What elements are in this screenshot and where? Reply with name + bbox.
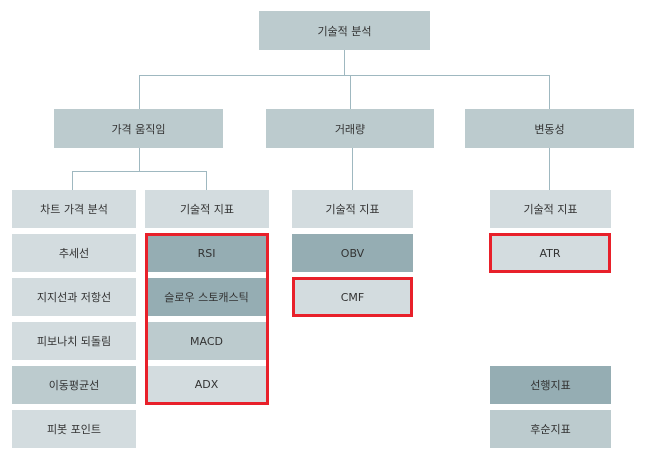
node-atr: ATR bbox=[489, 233, 611, 273]
node-fibonacci: 피보나치 되돌림 bbox=[12, 322, 136, 360]
node-lagging-indicator: 후순지표 bbox=[490, 410, 611, 448]
highlight-frame bbox=[145, 233, 269, 405]
connector bbox=[139, 75, 140, 109]
highlight-frame bbox=[489, 233, 611, 273]
category-price: 가격 움직임 bbox=[54, 109, 223, 148]
category-volatility: 변동성 bbox=[465, 109, 634, 148]
highlight-frame bbox=[292, 277, 413, 317]
connector bbox=[139, 148, 140, 171]
volume-indicators-header: 기술적 지표 bbox=[292, 190, 413, 228]
connector bbox=[549, 148, 550, 190]
connector bbox=[350, 75, 351, 109]
connector bbox=[206, 171, 207, 190]
node-moving-average: 이동평균선 bbox=[12, 366, 136, 404]
node-trendline: 추세선 bbox=[12, 234, 136, 272]
connector bbox=[549, 75, 550, 109]
chart-analysis-header: 차트 가격 분석 bbox=[12, 190, 136, 228]
volatility-indicators-header: 기술적 지표 bbox=[490, 190, 611, 228]
connector bbox=[352, 148, 353, 190]
price-indicators-header: 기술적 지표 bbox=[145, 190, 269, 228]
connector bbox=[72, 171, 207, 172]
node-pivot-point: 피봇 포인트 bbox=[12, 410, 136, 448]
connector bbox=[139, 75, 550, 76]
node-obv: OBV bbox=[292, 234, 413, 272]
category-volume: 거래량 bbox=[266, 109, 434, 148]
node-macd: MACD bbox=[147, 322, 266, 360]
node-slow-stochastic: 슬로우 스토캐스틱 bbox=[147, 278, 266, 316]
node-cmf: CMF bbox=[292, 277, 413, 317]
node-support-resistance: 지지선과 저항선 bbox=[12, 278, 136, 316]
node-adx: ADX bbox=[147, 366, 266, 402]
connector bbox=[344, 50, 345, 75]
root-node: 기술적 분석 bbox=[259, 11, 430, 50]
node-leading-indicator: 선행지표 bbox=[490, 366, 611, 404]
node-rsi: RSI bbox=[147, 235, 266, 272]
connector bbox=[72, 171, 73, 190]
